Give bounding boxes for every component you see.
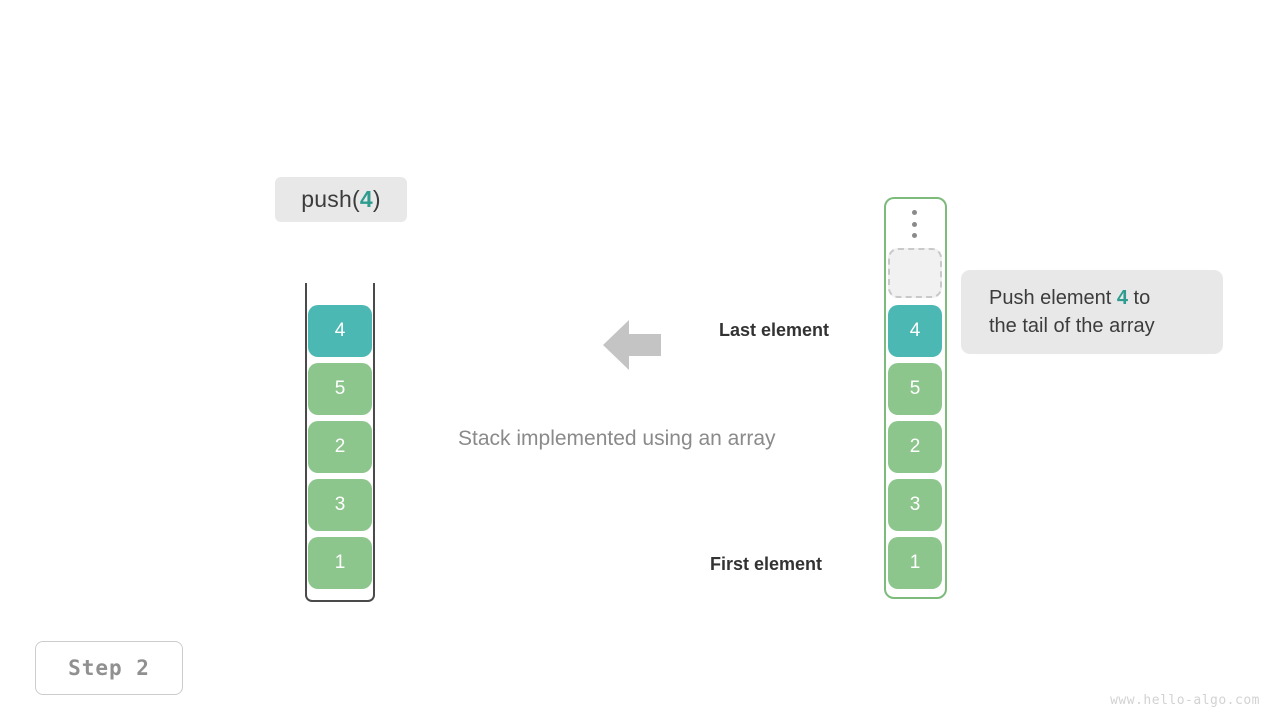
stack-block[interactable]: 2 [308, 421, 372, 473]
array-block[interactable]: 1 [888, 537, 942, 589]
step-badge: Step 2 [35, 641, 183, 695]
diagram-caption: Stack implemented using an array [458, 427, 776, 450]
array-block-value: 3 [909, 494, 921, 515]
step-badge-label: Step 2 [68, 656, 150, 680]
stack-block-value: 1 [334, 552, 346, 573]
callout-line1-before: Push element [989, 287, 1117, 309]
ellipsis-dot [911, 210, 917, 215]
ellipsis-dot [911, 221, 917, 227]
left-arrow-icon [603, 320, 661, 370]
vertical-ellipsis-icon [908, 210, 920, 238]
callout-line2: the tail of the array [989, 315, 1155, 337]
array-block[interactable]: 2 [888, 421, 942, 473]
stack-block-value: 4 [334, 320, 346, 341]
array-empty-slot[interactable] [888, 248, 942, 298]
array-container [884, 197, 947, 599]
array-block-value: 5 [909, 378, 921, 399]
array-block[interactable]: 5 [888, 363, 942, 415]
operation-label: push(4) [275, 177, 407, 222]
callout-line1-after: to [1127, 287, 1151, 309]
callout-accent-value: 4 [1116, 287, 1128, 309]
array-blocks: 4 5 2 3 1 [888, 305, 942, 589]
stack-block-value: 5 [334, 378, 346, 399]
stack-block[interactable]: 1 [308, 537, 372, 589]
stack-block[interactable]: 5 [308, 363, 372, 415]
first-element-label: First element [710, 554, 823, 574]
array-block-value: 1 [909, 552, 921, 573]
stack-wall-left [305, 283, 307, 594]
stack-floor [305, 592, 375, 602]
operation-suffix: ) [372, 186, 381, 212]
array-block[interactable]: 3 [888, 479, 942, 531]
stack-block-value: 2 [334, 436, 346, 457]
operation-value: 4 [359, 186, 373, 212]
array-block[interactable]: 4 [888, 305, 942, 357]
stack-wall-right [373, 283, 375, 594]
stack-block[interactable]: 4 [308, 305, 372, 357]
stack-container [305, 283, 375, 602]
stack-block[interactable]: 3 [308, 479, 372, 531]
callout-box: Push element 4 to the tail of the array [961, 270, 1223, 354]
stack-block-value: 3 [334, 494, 346, 515]
array-block-value: 4 [909, 320, 921, 341]
watermark: www.hello-algo.com [1110, 693, 1260, 708]
ellipsis-dot [911, 233, 917, 238]
array-block-value: 2 [909, 436, 921, 457]
last-element-label: Last element [719, 320, 830, 340]
operation-prefix: push( [301, 186, 360, 212]
stack-blocks: 4 5 2 3 1 [308, 305, 372, 589]
